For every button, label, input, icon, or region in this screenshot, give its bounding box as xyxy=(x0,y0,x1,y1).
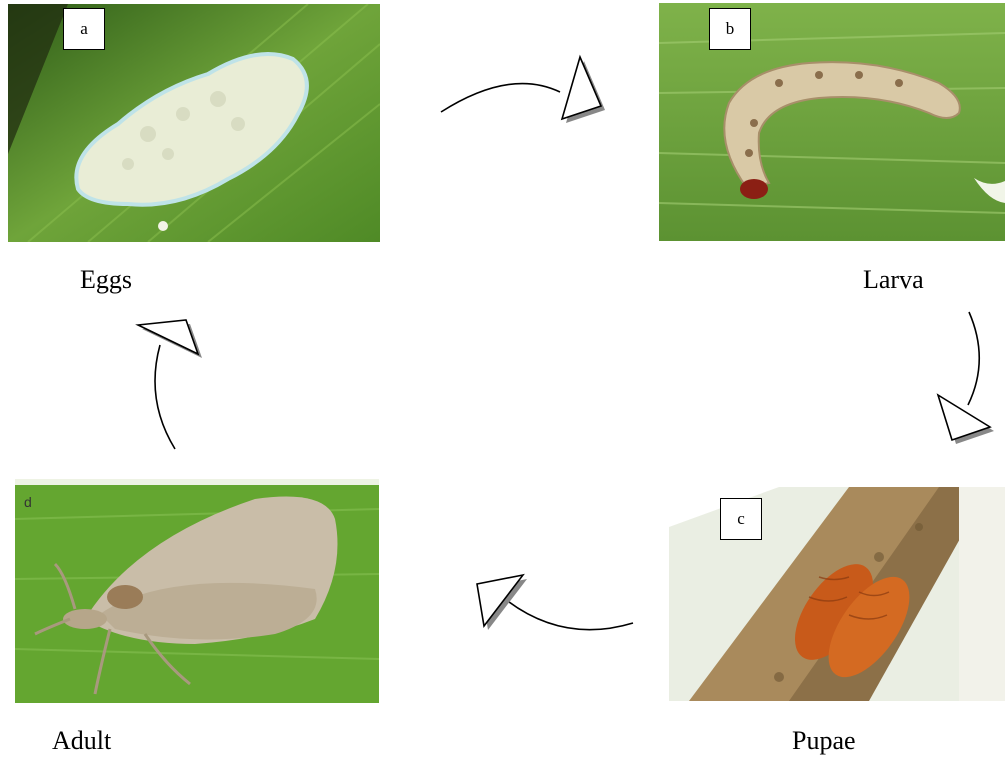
arrow-larva-to-pupae xyxy=(938,312,994,444)
arrow-adult-to-eggs xyxy=(138,320,202,449)
arrow-pupae-to-adult xyxy=(477,575,633,630)
arrow-eggs-to-larva xyxy=(441,57,605,123)
